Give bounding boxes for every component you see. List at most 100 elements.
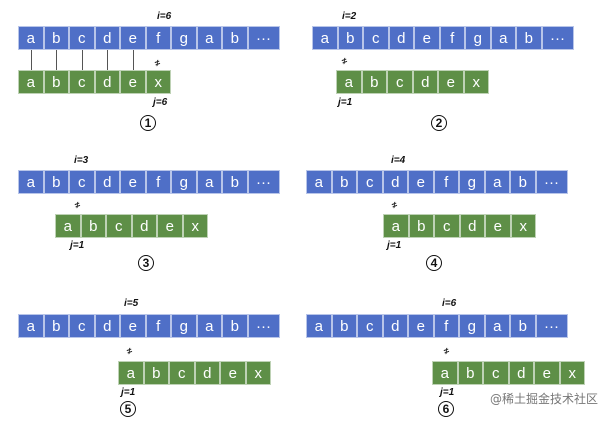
pattern-char-cell: x — [182, 214, 208, 238]
pattern-char-cell: c — [483, 361, 509, 385]
text-char-cell: f — [433, 170, 459, 194]
text-char-cell: b — [510, 314, 536, 338]
text-char-cell: e — [120, 314, 146, 338]
pattern-char-cell: c — [106, 214, 132, 238]
text-char-cell: a — [18, 170, 44, 194]
pattern-char-cell: d — [94, 70, 120, 94]
text-char-cell: g — [459, 314, 485, 338]
text-char-cell: f — [145, 170, 171, 194]
text-char-cell: a — [306, 314, 332, 338]
step-number-badge: 4 — [426, 255, 442, 271]
pattern-char-cell: e — [534, 361, 560, 385]
pattern-char-cell: e — [485, 214, 511, 238]
pattern-char-cell: x — [145, 70, 171, 94]
text-char-cell: b — [222, 170, 248, 194]
pattern-char-cell: e — [220, 361, 246, 385]
j-pointer-label: j=1 — [440, 387, 455, 398]
text-char-cell: d — [382, 170, 408, 194]
text-char-cell: e — [408, 170, 434, 194]
watermark: @稀土掘金技术社区 — [489, 392, 598, 406]
text-char-cell: e — [120, 26, 146, 50]
text-char-cell: g — [465, 26, 491, 50]
text-char-cell: a — [18, 26, 44, 50]
step-number-badge: 5 — [120, 401, 136, 417]
text-char-cell: f — [145, 26, 171, 50]
text-char-cell: b — [331, 314, 357, 338]
text-char-cell: f — [439, 26, 465, 50]
step-number-badge: 2 — [431, 115, 447, 131]
step-number-badge: 1 — [140, 115, 156, 131]
pattern-char-cell: a — [118, 361, 144, 385]
pattern-char-cell: c — [434, 214, 460, 238]
step-number-badge: 3 — [138, 255, 154, 271]
text-char-cell: ··· — [535, 170, 568, 194]
match-connector-line — [81, 50, 83, 70]
pattern-char-cell: c — [69, 70, 95, 94]
pattern-char-cell: e — [120, 70, 146, 94]
pattern-char-cell: d — [459, 214, 485, 238]
text-char-cell: a — [196, 26, 222, 50]
text-char-cell: d — [388, 26, 414, 50]
text-char-cell: ··· — [535, 314, 568, 338]
pattern-char-cell: b — [143, 361, 169, 385]
pattern-char-cell: a — [336, 70, 362, 94]
text-char-cell: b — [43, 26, 69, 50]
step-number-badge: 6 — [438, 401, 454, 417]
pattern-char-cell: d — [194, 361, 220, 385]
text-char-cell: b — [222, 26, 248, 50]
mismatch-marker: ≠ — [390, 199, 399, 211]
i-pointer-label: i=6 — [157, 11, 172, 22]
text-char-cell: c — [69, 26, 95, 50]
pattern-char-cell: c — [387, 70, 413, 94]
j-pointer-label: j=1 — [70, 240, 85, 251]
text-char-cell: c — [357, 314, 383, 338]
j-pointer-label: j=6 — [153, 97, 168, 108]
pattern-char-cell: x — [463, 70, 489, 94]
pattern-char-cell: a — [18, 70, 44, 94]
match-connector-line — [107, 50, 109, 70]
text-char-cell: d — [94, 170, 120, 194]
pattern-char-cell: b — [408, 214, 434, 238]
j-pointer-label: j=1 — [338, 97, 353, 108]
match-connector-line — [30, 50, 32, 70]
text-char-cell: d — [382, 314, 408, 338]
text-char-cell: c — [69, 314, 95, 338]
text-char-cell: b — [516, 26, 542, 50]
pattern-char-cell: d — [131, 214, 157, 238]
text-char-cell: a — [306, 170, 332, 194]
text-char-cell: a — [18, 314, 44, 338]
text-char-cell: ··· — [247, 26, 280, 50]
text-char-cell: ··· — [541, 26, 574, 50]
text-char-cell: f — [145, 314, 171, 338]
text-char-cell: ··· — [247, 170, 280, 194]
text-char-cell: e — [414, 26, 440, 50]
text-char-cell: e — [120, 170, 146, 194]
text-char-cell: c — [363, 26, 389, 50]
text-char-cell: g — [459, 170, 485, 194]
j-pointer-label: j=1 — [121, 387, 136, 398]
i-pointer-label: i=3 — [74, 155, 89, 166]
mismatch-marker: ≠ — [153, 57, 162, 69]
match-connector-line — [132, 50, 134, 70]
text-char-cell: b — [510, 170, 536, 194]
text-char-cell: g — [171, 170, 197, 194]
pattern-char-cell: a — [432, 361, 458, 385]
text-char-cell: c — [69, 170, 95, 194]
pattern-char-cell: b — [43, 70, 69, 94]
pattern-char-cell: b — [80, 214, 106, 238]
pattern-char-cell: e — [157, 214, 183, 238]
match-connector-line — [56, 50, 58, 70]
pattern-char-cell: c — [169, 361, 195, 385]
i-pointer-label: i=2 — [342, 11, 357, 22]
text-char-cell: a — [312, 26, 338, 50]
text-char-cell: a — [196, 314, 222, 338]
text-char-cell: b — [222, 314, 248, 338]
text-char-cell: g — [171, 314, 197, 338]
text-char-cell: d — [94, 314, 120, 338]
pattern-char-cell: d — [412, 70, 438, 94]
pattern-char-cell: d — [508, 361, 534, 385]
text-char-cell: f — [433, 314, 459, 338]
pattern-char-cell: a — [55, 214, 81, 238]
text-char-cell: a — [484, 314, 510, 338]
